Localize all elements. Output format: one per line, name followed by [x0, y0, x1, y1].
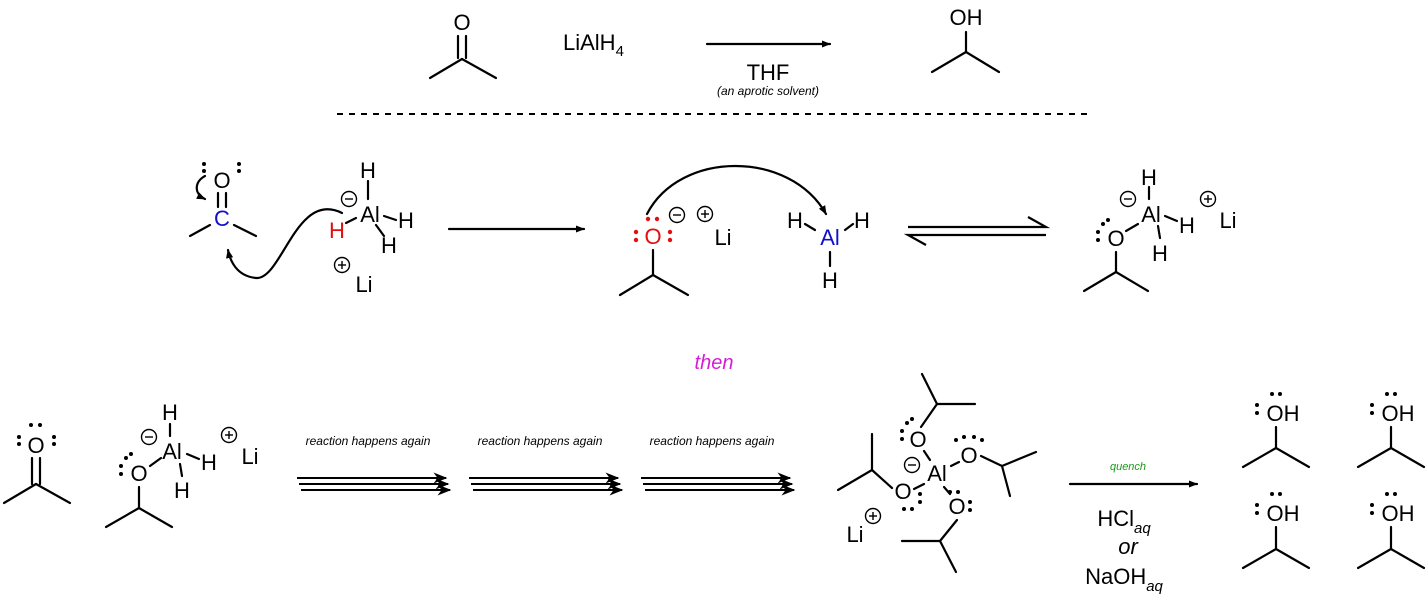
carbonyl-reactant: O C	[188, 162, 258, 238]
alane-aluminum: Al	[820, 225, 840, 250]
product-isopropanol-3: OH	[1241, 492, 1311, 570]
svg-text:Al: Al	[1141, 202, 1161, 227]
alane: Al H H H	[787, 208, 870, 293]
svg-text:Li: Li	[846, 522, 863, 547]
svg-text:H: H	[1152, 241, 1168, 266]
product-hydroxyl: OH	[950, 5, 983, 30]
repeat-step-2: reaction happens again	[469, 434, 624, 496]
quench-base: NaOHaq	[1085, 564, 1163, 595]
acetone-second: O	[2, 423, 72, 505]
svg-text:H: H	[174, 478, 190, 503]
alkoxide-oxygen: O	[644, 224, 661, 249]
svg-text:H: H	[1141, 165, 1157, 190]
svg-text:H: H	[381, 233, 397, 258]
svg-text:O: O	[894, 479, 911, 504]
acetone-reactant: O	[428, 10, 498, 80]
svg-text:H: H	[201, 450, 217, 475]
svg-text:OH: OH	[1382, 401, 1415, 426]
svg-text:H: H	[854, 208, 870, 233]
reagent-label: LiAlH4	[563, 30, 624, 60]
solvent-label: THF	[747, 60, 790, 85]
hydride-transferred: H	[329, 218, 345, 243]
svg-text:OH: OH	[1267, 401, 1300, 426]
svg-text:Li: Li	[1219, 208, 1236, 233]
alkoxyaluminate-complex: O Al H H H Li	[1082, 165, 1237, 293]
isopropanol-product: OH	[930, 5, 1001, 74]
svg-text:Al: Al	[162, 439, 182, 464]
product-isopropanol-2: OH	[1356, 392, 1426, 469]
svg-text:H: H	[360, 158, 376, 183]
alkoxide-intermediate: O Li	[618, 164, 828, 297]
svg-text:Li: Li	[241, 444, 258, 469]
svg-text:O: O	[909, 427, 926, 452]
svg-text:H: H	[822, 268, 838, 293]
tetraalkoxyaluminate: Al O O O O Li	[836, 372, 1038, 574]
then-label: then	[695, 352, 734, 374]
svg-text:Li: Li	[714, 225, 731, 250]
svg-text:O: O	[27, 433, 44, 458]
svg-text:Li: Li	[355, 272, 372, 297]
tetra-aluminum: Al	[927, 461, 947, 486]
svg-text:O: O	[960, 443, 977, 468]
carbonyl-oxygen: O	[213, 168, 230, 193]
svg-text:reaction happens again: reaction happens again	[306, 434, 431, 448]
alkoxyaluminate-second: O Al H H H Li	[104, 400, 259, 529]
quench-or: or	[1118, 534, 1139, 559]
svg-text:reaction happens again: reaction happens again	[478, 434, 603, 448]
svg-text:O: O	[1107, 226, 1124, 251]
svg-text:OH: OH	[1382, 501, 1415, 526]
svg-text:O: O	[948, 494, 965, 519]
carbonyl-carbon: C	[214, 206, 230, 231]
acetone-oxygen: O	[453, 10, 470, 35]
equilibrium-arrows	[903, 216, 1051, 246]
lithium-aluminum-hydride: Al H H H H Li	[226, 158, 414, 297]
svg-text:H: H	[162, 400, 178, 425]
svg-text:H: H	[398, 208, 414, 233]
product-isopropanol-1: OH	[1241, 392, 1311, 469]
repeat-step-1: reaction happens again	[297, 434, 452, 496]
solvent-note: (an aprotic solvent)	[717, 84, 819, 98]
repeat-step-3: reaction happens again	[641, 434, 796, 496]
svg-text:H: H	[1179, 213, 1195, 238]
quench-label: quench	[1110, 461, 1146, 473]
svg-text:O: O	[130, 461, 147, 486]
aluminum-atom: Al	[360, 202, 380, 227]
product-isopropanol-4: OH	[1356, 492, 1426, 570]
svg-text:OH: OH	[1267, 501, 1300, 526]
svg-text:reaction happens again: reaction happens again	[650, 434, 775, 448]
quench-step: quench HClaq or NaOHaq	[1068, 461, 1199, 595]
svg-text:H: H	[787, 208, 803, 233]
quench-acid: HClaq	[1097, 506, 1151, 537]
